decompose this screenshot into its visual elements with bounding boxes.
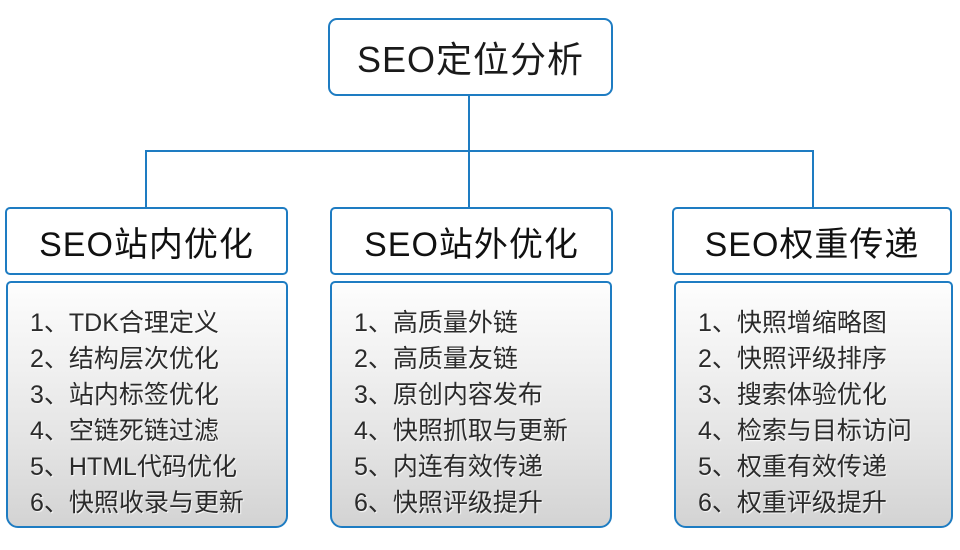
list-item: 3、原创内容发布 — [354, 381, 543, 409]
branch-header-onsite-title: SEO站内优化 — [39, 225, 254, 264]
list-item: 1、高质量外链 — [354, 309, 518, 337]
connector-drop-right — [812, 150, 814, 207]
list-item: 1、TDK合理定义 — [30, 309, 219, 337]
list-item: 4、快照抓取与更新 — [354, 417, 568, 445]
branch-header-weight: SEO权重传递 — [672, 207, 952, 275]
list-item: 5、HTML代码优化 — [30, 453, 237, 481]
list-item: 5、权重有效传递 — [698, 453, 887, 481]
root-node-seo-positioning: SEO定位分析 — [328, 18, 613, 96]
branch-list-onsite: 1、TDK合理定义 2、结构层次优化 3、站内标签优化 4、空链死链过滤 5、H… — [6, 281, 288, 528]
list-item: 2、高质量友链 — [354, 345, 518, 373]
list-item: 1、快照增缩略图 — [698, 309, 887, 337]
branch-header-onsite: SEO站内优化 — [5, 207, 288, 275]
connector-root-stem — [468, 92, 470, 150]
list-item: 4、空链死链过滤 — [30, 417, 219, 445]
list-item: 6、快照收录与更新 — [30, 489, 244, 517]
list-item: 6、权重评级提升 — [698, 489, 887, 517]
root-node-title: SEO定位分析 — [356, 39, 585, 80]
list-item: 2、快照评级排序 — [698, 345, 887, 373]
list-item: 3、站内标签优化 — [30, 381, 219, 409]
list-item: 3、搜索体验优化 — [698, 381, 887, 409]
connector-drop-center — [468, 150, 470, 207]
connector-drop-left — [145, 150, 147, 207]
branch-header-weight-title: SEO权重传递 — [704, 225, 920, 264]
branch-header-offsite-title: SEO站外优化 — [364, 225, 579, 264]
list-item: 5、内连有效传递 — [354, 453, 543, 481]
branch-list-weight: 1、快照增缩略图 2、快照评级排序 3、搜索体验优化 4、检索与目标访问 5、权… — [674, 281, 953, 528]
connector-horizontal-bar — [145, 150, 814, 152]
branch-header-offsite: SEO站外优化 — [330, 207, 613, 275]
branch-list-offsite: 1、高质量外链 2、高质量友链 3、原创内容发布 4、快照抓取与更新 5、内连有… — [330, 281, 612, 528]
list-item: 4、检索与目标访问 — [698, 417, 912, 445]
list-item: 2、结构层次优化 — [30, 345, 219, 373]
list-item: 6、快照评级提升 — [354, 489, 543, 517]
